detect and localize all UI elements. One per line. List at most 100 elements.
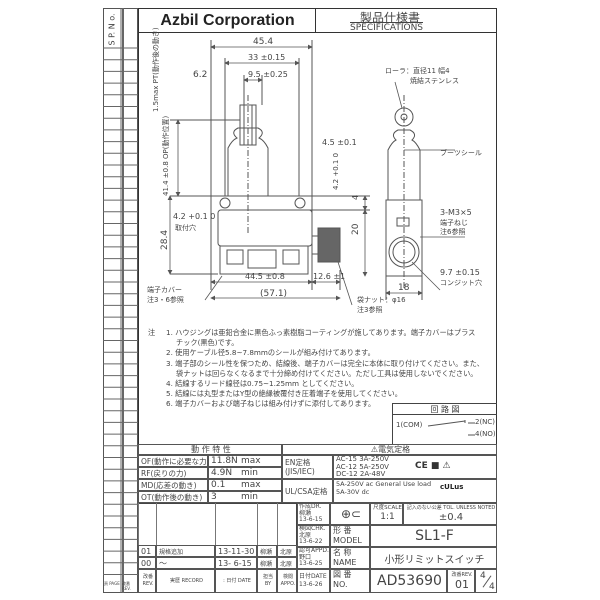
conduit-nut: [317, 227, 341, 263]
no-label-jp: 図 番: [333, 570, 352, 579]
roller-material: 焼結ステンレス: [410, 76, 459, 85]
ul-value: 5A-30V dc: [336, 488, 370, 496]
dim-12-6: 12.6 ±1: [313, 272, 345, 281]
tol-value: ±0.4: [438, 512, 464, 523]
revision-rev: 01: [138, 545, 156, 557]
char-value-num: 4.9N: [211, 468, 233, 478]
char-unit: max: [241, 480, 261, 490]
screw-callout: 3-M3×5: [440, 208, 472, 217]
boot-seal-callout: ブーツシール: [440, 148, 482, 157]
dim-57-1: (57.1): [260, 289, 287, 299]
revision-header-appo: 検閲 APPO.: [277, 569, 297, 593]
char-unit: min: [241, 492, 258, 502]
switch-symbol: [427, 420, 475, 436]
roller-callout: ローラ：直径11 幅4: [385, 66, 450, 75]
revision-date: 13-11-30: [215, 545, 257, 557]
ul-mark: cULus: [440, 483, 464, 491]
dim-44-5: 44.5 ±0.8: [245, 272, 285, 281]
revision-rev: 00: [138, 557, 156, 569]
rev-label: 改番 REV.: [122, 581, 131, 591]
model-label-en: MODEL: [333, 536, 362, 545]
no-label-en: NO.: [333, 580, 348, 589]
terminal-com: 1(COM): [396, 421, 423, 429]
tol-label: 記入のない公差 TOL. UNLESS NOTED: [406, 505, 496, 511]
char-label: OF(動作に必要な力): [138, 455, 208, 467]
terminal-nc: 2(NC): [475, 418, 496, 426]
ce-marks: CE ■ ⚠: [415, 461, 451, 471]
nut-callout: 袋ナット：φ16: [357, 295, 406, 304]
revision-date: 13- 6-15: [215, 557, 257, 569]
note-2: 2. 使用ケーブル径5.8~7.8mmのシールが組み付けてあります。: [166, 348, 375, 358]
dim-4-2-right: 4.2 +0.1 0: [332, 153, 340, 190]
chk-label: 検図CHK.: [299, 525, 326, 533]
electrical-title: ⚠電気定格: [282, 444, 497, 455]
appd-name: 野口: [299, 553, 312, 561]
char-label: RF(戻りの力): [138, 467, 208, 479]
chk-date: 13-6-22: [299, 538, 323, 546]
note-1b: チック(黒色)です。: [176, 338, 239, 348]
note-5: 5. 結線には丸型またはY型の絶縁被覆付き圧着端子を使用してください。: [166, 389, 402, 399]
dim-33: 33 ±0.15: [248, 53, 285, 62]
char-label: OT(動作後の動き): [138, 491, 208, 503]
note-4: 4. 結線するリード線径は0.75~1.25mm としてください。: [166, 379, 359, 389]
spec-title-en: SPECIFICATIONS: [350, 22, 424, 33]
switch-body: [217, 209, 313, 247]
screw-callout-2: 端子ねじ: [440, 218, 468, 227]
projection-symbol: ⊕⊂: [330, 503, 370, 525]
product-name: 小形リミットスイッチ: [370, 547, 497, 569]
char-value-num: 11.8N: [211, 456, 238, 466]
model-label-jp: 形 番: [333, 526, 352, 535]
revision-header-rev: 改番 REV.: [138, 569, 156, 593]
circuit-diagram: 回 路 図 1(COM) 2(NC) 4(NO): [392, 403, 497, 445]
dr-date: 13-6-15: [299, 516, 323, 524]
technical-drawing: 45.4 33 ±0.15 6.2 9.5 ±0.25 1.5max PT(動作…: [147, 27, 482, 314]
note-1: 1. ハウジングは亜鉛合金に黒色ふっ素樹脂コーティングが施してあります。端子カバ…: [166, 328, 476, 337]
dim-6-2: 6.2: [193, 70, 207, 80]
note-3: 3. 端子部のシール性を保つため、結線後、端子カバーは完全に本体に取り付けてくだ…: [166, 358, 484, 368]
terminal-cover: [219, 245, 309, 275]
char-unit: max: [241, 456, 261, 466]
cover-callout-2: 注3・6参照: [147, 295, 184, 304]
company-name: Azbil Corporation: [160, 12, 295, 29]
dim-20: 20: [351, 223, 361, 235]
revision-by: 柳瀬: [257, 557, 277, 569]
dim-pt: 1.5max PT(動作後の動き): [151, 27, 160, 112]
mount-hole-label: 取付穴: [175, 223, 196, 232]
name-label-jp: 名 称: [333, 548, 352, 557]
dim-4-5: 4.5 ±0.1: [322, 138, 357, 147]
dim-4: 4: [351, 195, 360, 200]
ul-rating-label: UL/CSA定格: [282, 479, 333, 503]
drawing-number: AD53690: [370, 569, 447, 593]
tolerance-cell: 記入のない公差 TOL. UNLESS NOTED±0.4: [403, 503, 497, 525]
appd-label: 認可APPD.: [299, 547, 329, 555]
scale-value: 1:1: [380, 512, 395, 522]
rev-value: 01: [455, 578, 469, 591]
dim-9-5: 9.5 ±0.25: [248, 70, 288, 79]
nut-callout-2: 注3参照: [357, 305, 382, 314]
revision-record: ～: [156, 557, 215, 569]
revision-appo: 北原: [277, 545, 297, 557]
notes: 注 1. ハウジングは亜鉛合金に黒色ふっ素樹脂コーティングが施してあります。端子…: [148, 328, 484, 410]
page-label: 頁 PAGE: [104, 581, 120, 586]
ul-rating-values: 5A-250V ac General Use load 5A-30V dc: [333, 479, 497, 503]
char-label: MD(応差の動き): [138, 479, 208, 491]
appd-date: 13-6-25: [299, 560, 323, 568]
conduit-callout: 9.7 ±0.15: [440, 268, 480, 277]
ul-value: 5A-250V ac General Use load: [336, 480, 432, 488]
screw-callout-3: 注6参照: [440, 227, 465, 236]
en-rating-label: EN定格 (JIS/IEC): [282, 455, 333, 479]
conduit-callout-2: コンジット穴: [440, 278, 482, 287]
revision-header-record: 実歴 RECORD: [156, 569, 215, 593]
dr-name: 柳瀬: [299, 509, 312, 517]
page-total: 4: [489, 582, 495, 592]
spec-title-jp: 製品仕様書: [360, 11, 421, 25]
